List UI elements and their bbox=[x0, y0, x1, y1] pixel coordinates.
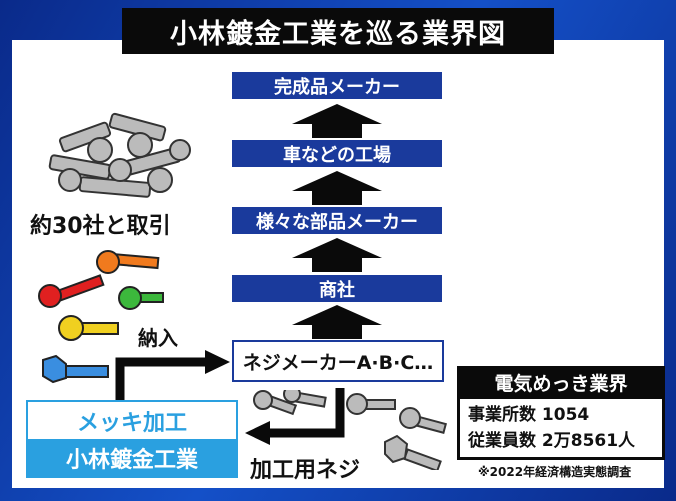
plating-service-label: メッキ加工 bbox=[28, 402, 236, 439]
colored-screws-icon bbox=[38, 250, 164, 384]
partners-label: 約30社と取引 bbox=[30, 214, 171, 239]
up-arrow-icon bbox=[292, 171, 382, 205]
gray-screws-icon bbox=[253, 390, 448, 470]
employees-count: 従業員数 2万8561人 bbox=[468, 431, 636, 451]
return-arrow-icon bbox=[245, 388, 345, 445]
screw-pile-icon bbox=[48, 112, 191, 198]
establishments-count: 事業所数 1054 bbox=[468, 405, 590, 425]
up-arrow-icon bbox=[292, 104, 382, 138]
company-name: 小林鍍金工業 bbox=[28, 439, 236, 476]
trading-company: 商社 bbox=[232, 275, 442, 302]
parts-maker: 様々な部品メーカー bbox=[232, 207, 442, 234]
up-arrow-icon bbox=[292, 238, 382, 272]
up-arrow-icon bbox=[292, 305, 382, 339]
source-note: ※2022年経済構造実態調査 bbox=[478, 465, 632, 479]
stats-heading: 電気めっき業界 bbox=[494, 373, 628, 395]
deliver-arrow-icon bbox=[115, 350, 230, 400]
industry-stats-box: 電気めっき業界 事業所数 1054 従業員数 2万8561人 bbox=[457, 366, 665, 460]
screw-makers-box: ネジメーカーA·B·C… bbox=[232, 340, 444, 382]
screws-for-processing-label: 加工用ネジ bbox=[250, 458, 361, 483]
page-title: 小林鍍金工業を巡る業界図 bbox=[122, 8, 554, 54]
deliver-label: 納入 bbox=[138, 326, 178, 350]
kobayashi-plating-box: メッキ加工 小林鍍金工業 bbox=[26, 400, 238, 478]
car-factory: 車などの工場 bbox=[232, 140, 442, 167]
finished-product-maker: 完成品メーカー bbox=[232, 72, 442, 99]
